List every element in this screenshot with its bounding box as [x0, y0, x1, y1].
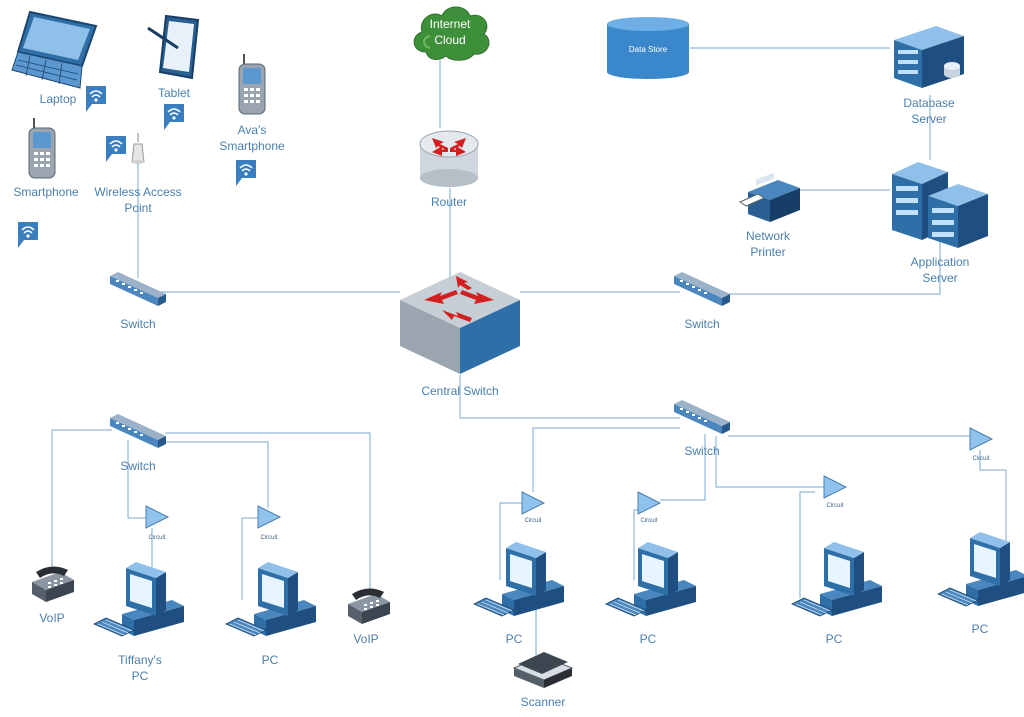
- circuit-label-2: Circuit: [260, 535, 278, 541]
- circuit-label-6: Circuit: [972, 456, 990, 462]
- avas-smartphone-icon: [236, 52, 268, 116]
- network-printer-icon: [738, 172, 802, 228]
- scanner-label: Scanner: [520, 695, 566, 709]
- link-sbr-circuit1: [532, 427, 680, 492]
- link-c1-pc1: [499, 502, 523, 580]
- database-server-label: Database Server: [903, 96, 955, 126]
- switch-right-label: Switch: [684, 317, 720, 331]
- scanner-icon: [512, 652, 574, 688]
- avas-smartphone-label: Ava's Smartphone: [219, 123, 285, 153]
- internet-cloud-label: Internet Cloud: [429, 17, 471, 47]
- pc-bottom-left-icon: [225, 561, 317, 637]
- wireless-access-point-label: Wireless Access Point: [94, 185, 182, 215]
- tiffanys-pc-label: Tiffany's PC: [118, 653, 162, 683]
- circuit-label-3: Circuit: [524, 518, 542, 524]
- switch-bottom-left-label: Switch: [120, 459, 156, 473]
- application-server-label: Application Server: [910, 255, 970, 285]
- router-label: Router: [430, 195, 468, 209]
- link-sbl-circuit2: [165, 441, 269, 508]
- switch-bottom-right-label: Switch: [684, 444, 720, 458]
- smartphone-icon: [26, 116, 58, 180]
- link-sbr-circuit2: [660, 434, 706, 501]
- network-printer-label: Network Printer: [745, 229, 790, 259]
- central-switch-label: Central Switch: [421, 384, 499, 398]
- central-switch-icon: [398, 270, 522, 376]
- voip-left-label: VoIP: [39, 611, 65, 625]
- pc-2-label: PC: [639, 632, 657, 646]
- laptop-icon: [10, 8, 98, 90]
- internet-cloud-icon: [408, 2, 494, 64]
- link-circuit-pcbl: [241, 517, 258, 600]
- link-c4-pc4: [979, 450, 1007, 560]
- tablet-label: Tablet: [157, 86, 191, 100]
- link-c3-pc3: [799, 491, 815, 598]
- link-sbr-circuit3: [715, 436, 825, 488]
- link-sbl-voip1: [51, 429, 112, 570]
- tablet-icon: [147, 14, 200, 80]
- database-server-icon: [884, 22, 970, 92]
- circuit-label-5: Circuit: [826, 503, 844, 509]
- voip-right-label: VoIP: [353, 632, 379, 646]
- pc-1-icon: [473, 541, 565, 617]
- pc-bottom-left-label: PC: [261, 653, 279, 667]
- link-central-switchbr: [459, 375, 680, 419]
- link-sbl-circuit1: [127, 440, 148, 519]
- application-server-icon: [888, 156, 990, 248]
- data-store-label: Data Store: [628, 45, 668, 54]
- voip-right-icon: [348, 588, 390, 624]
- link-sbl-voip2: [165, 432, 371, 590]
- circuit-label-4: Circuit: [640, 518, 658, 524]
- pc-3-label: PC: [825, 632, 843, 646]
- switch-left-label: Switch: [120, 317, 156, 331]
- router-icon: [418, 126, 480, 188]
- circuit-label-1: Circuit: [148, 535, 166, 541]
- pc-1-label: PC: [505, 632, 523, 646]
- voip-left-icon: [32, 566, 74, 602]
- laptop-label: Laptop: [39, 92, 77, 106]
- wireless-access-point-icon: [130, 132, 146, 164]
- pc-4-icon: [937, 531, 1024, 607]
- smartphone-label: Smartphone: [13, 185, 79, 199]
- pc-2-icon: [605, 541, 697, 617]
- pc-3-icon: [791, 541, 883, 617]
- data-store-icon: [606, 16, 690, 80]
- tiffanys-pc-icon: [93, 561, 185, 637]
- link-switchright-app: [728, 235, 941, 295]
- pc-4-label: PC: [971, 622, 989, 636]
